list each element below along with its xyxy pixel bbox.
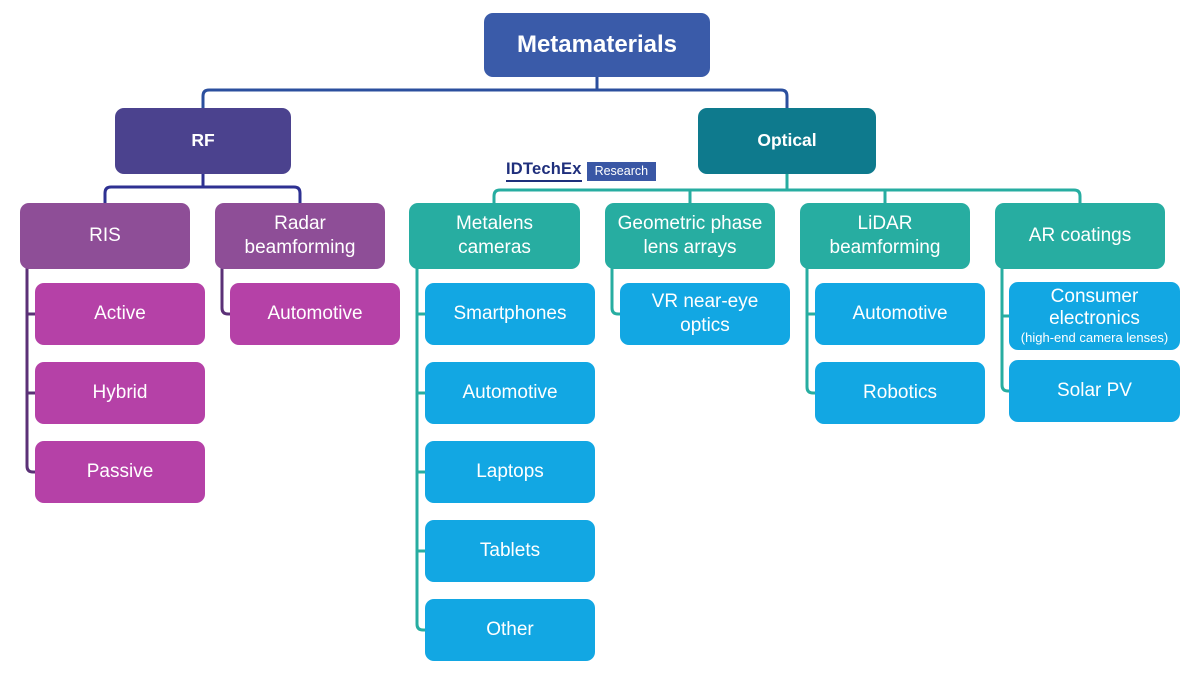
idtechex-brand-text: IDTechEx (506, 160, 582, 182)
node-automotive-radar: Automotive (230, 283, 400, 345)
node-label: LiDAR beamforming (829, 213, 941, 258)
node-label: RIS (89, 225, 121, 247)
node-automotive-metalens: Automotive (425, 362, 595, 424)
connector-ris-children (25, 267, 37, 474)
node-label: Robotics (863, 382, 937, 404)
connector-metalens-children (415, 267, 427, 632)
connector-root-bus (201, 88, 789, 110)
node-label: Metalens cameras (455, 213, 534, 258)
node-label: Tablets (479, 540, 541, 562)
node-label: Other (486, 619, 534, 641)
connector-lidar-children (805, 267, 817, 395)
node-label: Hybrid (92, 382, 148, 404)
node-label: VR near-eye optics (651, 291, 759, 336)
node-optical: Optical (698, 108, 876, 174)
node-laptops: Laptops (425, 441, 595, 503)
node-label: Automotive (462, 382, 558, 404)
node-label: Radar beamforming (244, 213, 356, 258)
node-hybrid: Hybrid (35, 362, 205, 424)
node-smartphones: Smartphones (425, 283, 595, 345)
node-active: Active (35, 283, 205, 345)
node-solar-pv: Solar PV (1009, 360, 1180, 422)
node-robotics: Robotics (815, 362, 985, 424)
node-ar-coatings: AR coatings (995, 203, 1165, 269)
node-label: Metamaterials (516, 31, 678, 58)
research-badge: Research (586, 161, 657, 181)
node-consumer-electronics: Consumer electronics (high-end camera le… (1009, 282, 1180, 350)
connector-geometric-children (610, 267, 622, 316)
node-label: Geometric phase lens arrays (617, 213, 763, 258)
connector-radar-children (220, 267, 232, 316)
connector-ar-children (1000, 267, 1011, 393)
node-ris: RIS (20, 203, 190, 269)
connector-optical-bus (492, 188, 1082, 205)
node-label: Passive (86, 461, 154, 483)
node-geometric-phase-lens-arrays: Geometric phase lens arrays (605, 203, 775, 269)
node-metamaterials: Metamaterials (484, 13, 710, 77)
idtechex-logo: IDTechEx Research (506, 160, 657, 182)
connector-rf-bus (103, 185, 302, 205)
node-automotive-lidar: Automotive (815, 283, 985, 345)
node-label: Laptops (476, 461, 544, 483)
node-rf: RF (115, 108, 291, 174)
node-label: Smartphones (453, 303, 567, 325)
node-vr-near-eye-optics: VR near-eye optics (620, 283, 790, 345)
node-passive: Passive (35, 441, 205, 503)
node-radar-beamforming: Radar beamforming (215, 203, 385, 269)
node-label: Automotive (852, 303, 948, 325)
node-label: Automotive (267, 303, 363, 325)
node-label: RF (191, 130, 215, 151)
node-other: Other (425, 599, 595, 661)
node-sublabel: (high-end camera lenses) (1020, 329, 1169, 345)
node-label: Optical (757, 130, 817, 151)
node-lidar-beamforming: LiDAR beamforming (800, 203, 970, 269)
node-label: AR coatings (1028, 225, 1132, 247)
node-tablets: Tablets (425, 520, 595, 582)
node-metalens-cameras: Metalens cameras (409, 203, 580, 269)
node-label: Solar PV (1057, 380, 1132, 402)
node-label: Consumer electronics (1049, 286, 1140, 330)
node-label: Active (94, 303, 146, 325)
